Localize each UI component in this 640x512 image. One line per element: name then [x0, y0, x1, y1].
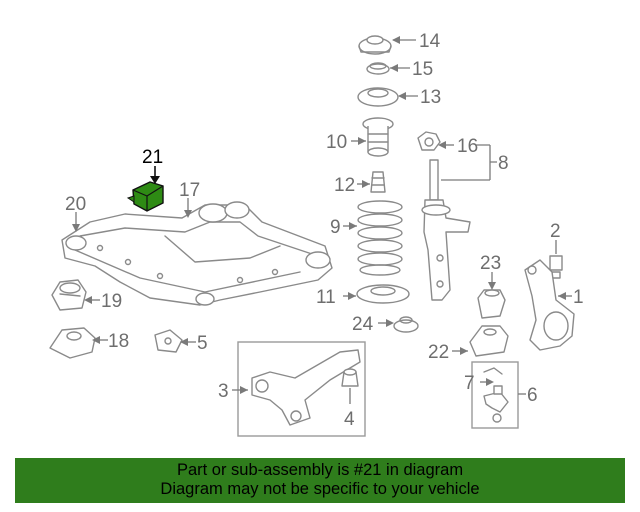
part-10-bump-stop: [362, 117, 394, 157]
part-1-knuckle: [524, 259, 575, 351]
part-15-bearing: [366, 62, 390, 75]
part-6-ball-joint: [483, 385, 509, 423]
callout-20: 20: [65, 194, 86, 215]
callout-22: 22: [428, 342, 449, 363]
callout-5: 5: [197, 333, 208, 354]
callout-2: 2: [550, 221, 561, 242]
callout-10: 10: [326, 132, 347, 153]
callout-14: 14: [419, 31, 441, 52]
callout-11: 11: [316, 287, 336, 308]
subframe-crossmember: [61, 201, 333, 306]
callout-7: 7: [464, 373, 475, 394]
part-24-mount: [393, 316, 419, 333]
callout-15: 15: [412, 59, 433, 80]
part-4-ball-joint: [341, 368, 359, 387]
part-12-boot: [370, 171, 386, 193]
part-3-lower-arm: [251, 349, 361, 426]
part-5-bracket: [154, 329, 183, 353]
banner-line-2: Diagram may not be specific to your vehi…: [160, 480, 480, 498]
part-7-clip: [483, 367, 503, 375]
callout-24: 24: [352, 314, 374, 335]
part-23-mount: [477, 289, 506, 319]
callout-23: 23: [480, 253, 501, 274]
part-22-mount: [469, 325, 509, 357]
callout-18: 18: [108, 331, 129, 352]
part-8-strut: [421, 159, 471, 301]
callout-13: 13: [420, 87, 441, 108]
callout-21: 21: [142, 147, 163, 168]
callout-19: 19: [101, 291, 122, 312]
callout-16: 16: [457, 136, 478, 157]
part-16-nut: [417, 131, 441, 151]
part-13-upper-seat: [357, 87, 399, 107]
callout-8: 8: [498, 153, 509, 174]
callout-6: 6: [527, 385, 538, 406]
part-18-mount: [49, 327, 96, 359]
info-banner: Part or sub-assembly is #21 in diagram D…: [15, 458, 625, 503]
callout-1: 1: [573, 287, 584, 308]
callout-12: 12: [334, 175, 355, 196]
callout-17: 17: [179, 180, 200, 201]
callout-3: 3: [218, 381, 229, 402]
callout-9: 9: [330, 217, 341, 238]
part-11-lower-seat: [356, 284, 410, 304]
part-9-coil-spring: [357, 200, 403, 276]
part-14-strut-mount: [358, 35, 392, 55]
parts-diagram: 21 20 17 19 18: [49, 31, 584, 437]
part-19-mount: [51, 279, 87, 311]
banner-line-1: Part or sub-assembly is #21 in diagram: [176, 461, 464, 479]
part-21-highlighted[interactable]: [126, 181, 164, 212]
callout-4: 4: [344, 409, 355, 430]
